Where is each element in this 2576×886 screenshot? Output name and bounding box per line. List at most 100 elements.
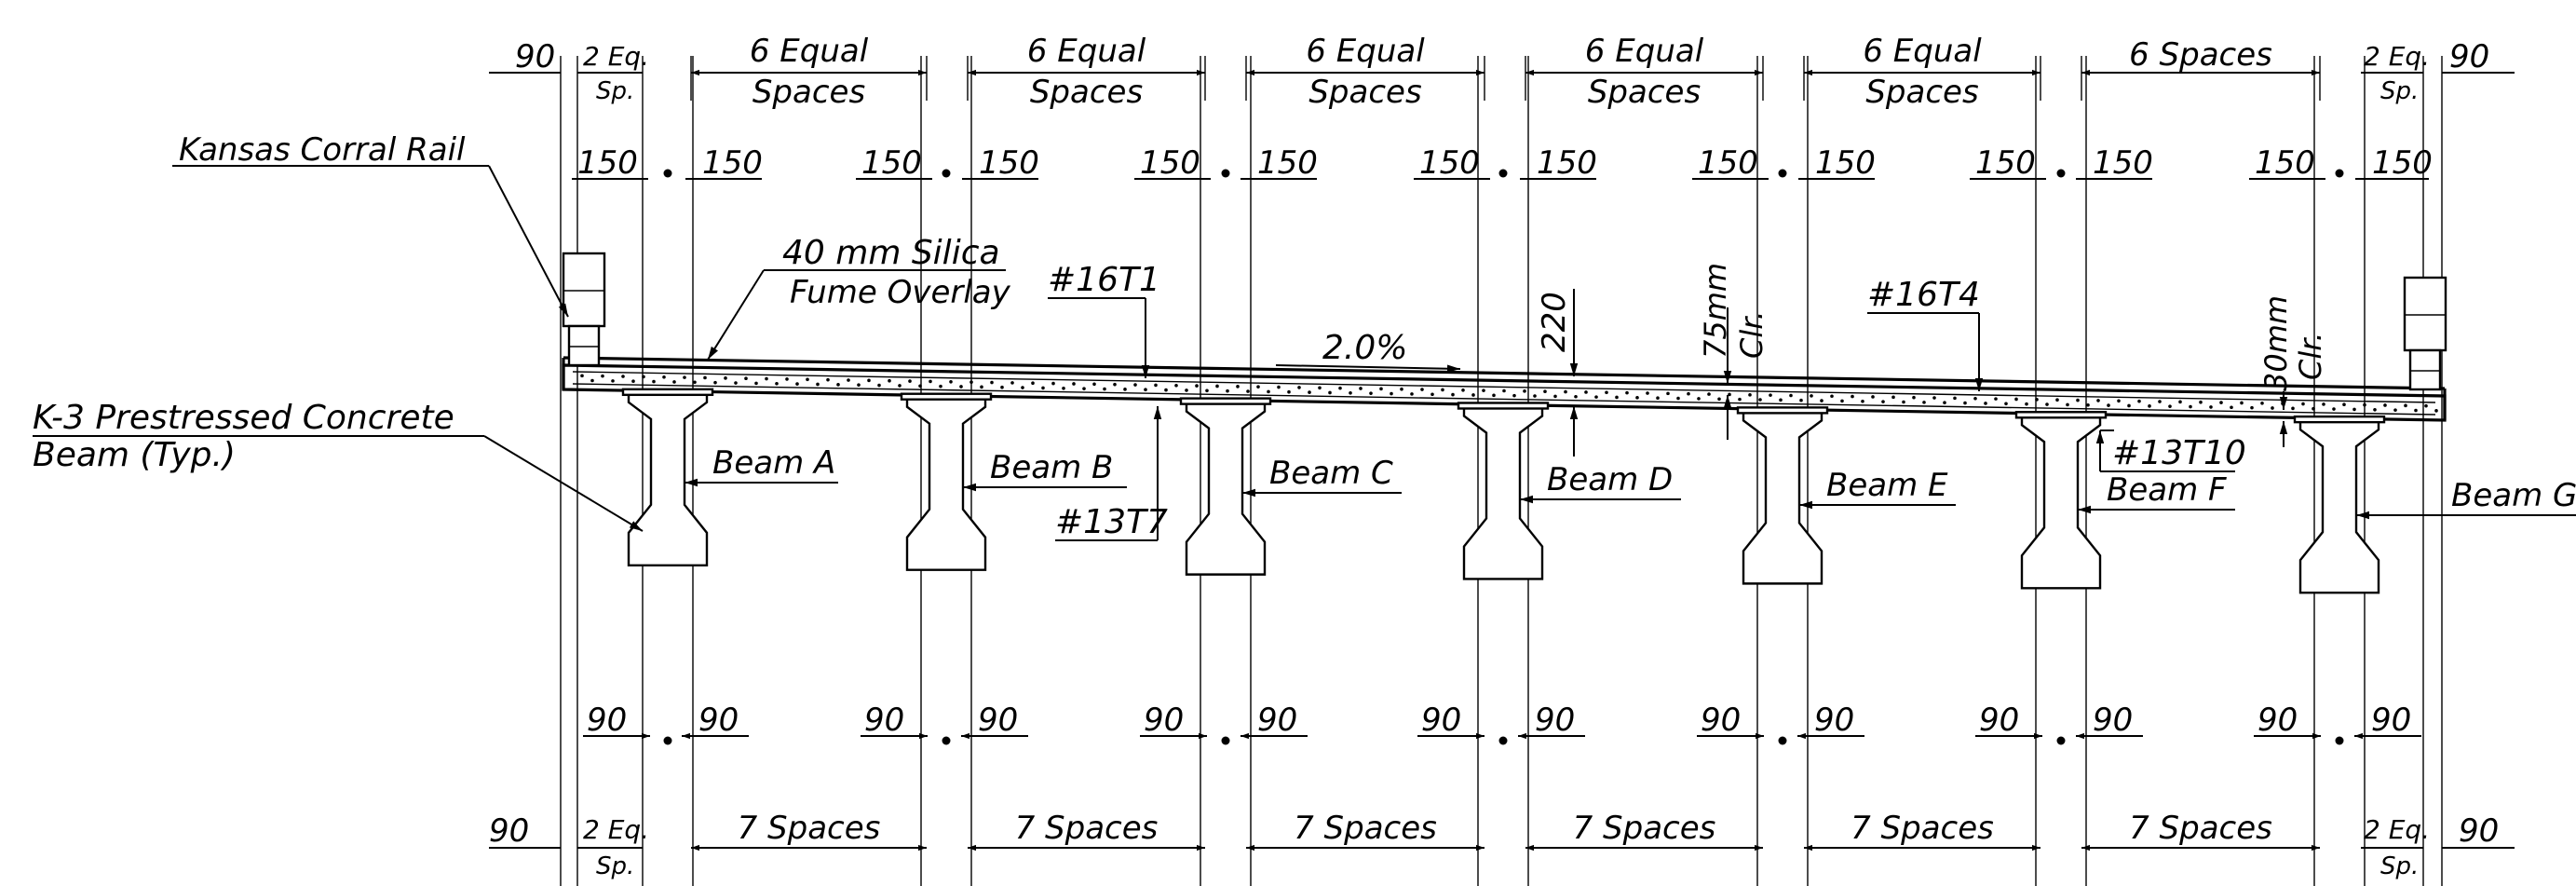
dim-center-dot (663, 736, 672, 745)
rebar-dot (1246, 389, 1250, 393)
rebar-dot (1871, 395, 1875, 399)
dim-group-label: 6 Equal (750, 33, 869, 70)
rebar-dot (2025, 402, 2028, 406)
rebar-dot (888, 378, 891, 383)
rebar-dot (2107, 403, 2110, 407)
label-bar-13t7: #13T7 (1055, 503, 1168, 541)
rebar-dot (1932, 396, 1936, 400)
rebar-dot (1154, 383, 1158, 388)
rebar-dot (1297, 386, 1301, 389)
rebar-dot (2383, 403, 2387, 407)
rebar-dot (1185, 388, 1188, 392)
dim-bottom-offset-label: 90 (1701, 702, 1741, 739)
rebar-dot (1635, 396, 1639, 400)
rebar-dot (1164, 388, 1168, 392)
rebar-dot (1195, 384, 1199, 388)
dim-offset-label: 150 (1140, 144, 1200, 182)
label-bar-13t10: #13T10 (2112, 434, 2246, 472)
rebar-dot (1574, 394, 1578, 399)
rebar-dot (2434, 409, 2438, 413)
rebar-dot (1512, 393, 1516, 398)
rebar-dot (2291, 406, 2295, 411)
rail-post-upper (562, 252, 606, 328)
dim-center-dot (1498, 736, 1508, 745)
dim-bottom-offset-label: 90 (864, 702, 904, 739)
rebar-dot (2004, 402, 2008, 406)
rebar-dot (1379, 387, 1383, 391)
rebar-dot (816, 382, 820, 387)
dim-edge-space-right: 2 Eq. (2364, 814, 2430, 845)
dim-bottom-offset-label: 90 (1421, 702, 1461, 739)
rebar-dot (1943, 401, 1946, 405)
rebar-dot (1267, 389, 1270, 394)
rebar-dot (847, 378, 850, 382)
dim-center-dot (1778, 169, 1787, 178)
rebar-dot (1430, 392, 1434, 397)
dim-offset-label: 150 (979, 144, 1039, 182)
dim-offset-label: 150 (1698, 144, 1758, 182)
dim-offset-label: 150 (577, 144, 638, 182)
dim-bottom-offset-label: 90 (587, 702, 627, 739)
rebar-dot (1318, 386, 1322, 390)
rebar-dot (1390, 391, 1393, 396)
label-beam-type-line1: K-3 Prestressed Concrete (33, 399, 454, 437)
rebar-dot (1707, 392, 1711, 396)
rebar-dot (2424, 403, 2428, 408)
rebar-dot (1748, 393, 1752, 397)
rebar-dot (652, 379, 656, 384)
rebar-dot (1922, 401, 1926, 404)
dim-center-dot (2056, 169, 2066, 178)
rebar-dot (713, 380, 717, 385)
rebar-dot (939, 384, 942, 388)
dim-bottom-offset-label: 90 (1144, 702, 1184, 739)
dim-center-dot (1221, 169, 1230, 178)
label-beam-type-line2: Beam (Typ.) (33, 436, 236, 474)
rebar-dot (1891, 395, 1895, 400)
rebar-dot (1779, 398, 1783, 402)
dim-offset-label: 150 (1975, 144, 2036, 182)
rebar-dot (867, 378, 871, 383)
label-overlay-line2: Fume Overlay (790, 274, 1011, 311)
rebar-dot (2332, 407, 2336, 411)
rebar-dot (2240, 401, 2244, 405)
rebar-dot (1676, 396, 1680, 401)
rebar-dot (1953, 396, 1957, 401)
rebar-dot (2363, 402, 2366, 407)
rebar-dot (590, 378, 594, 383)
rebar-dot (1031, 381, 1035, 386)
dim-edge-space-left-sub: Sp. (596, 852, 634, 880)
beam-section-a (627, 391, 709, 567)
rebar-dot (1717, 397, 1721, 402)
dim-group-label-sub: Spaces (1308, 74, 1421, 111)
dim-bottom-offset-label: 90 (698, 702, 739, 739)
rebar-dot (2035, 398, 2039, 402)
rebar-dot (1851, 394, 1854, 399)
rebar-dot (836, 383, 840, 387)
rebar-dot (724, 376, 727, 380)
rebar-dot (601, 374, 604, 378)
rebar-dot (2322, 402, 2325, 406)
label-leader (483, 435, 644, 532)
rebar-dot (1820, 399, 1824, 402)
rebar-dot (1451, 392, 1455, 397)
rebar-dot (1328, 390, 1332, 395)
rebar-dot (785, 377, 789, 381)
dim-center-dot (1778, 736, 1787, 745)
dim-center-dot (1498, 169, 1508, 178)
rail-post-lower (2408, 348, 2442, 391)
dim-offset-label: 150 (1419, 144, 1480, 182)
rebar-dot (2373, 407, 2377, 412)
dim-edge-space-left: 2 Eq. (583, 41, 649, 72)
rebar-dot (1861, 399, 1864, 403)
beam-section-f (2020, 415, 2102, 590)
rebar-dot (1912, 395, 1916, 400)
dim-bottom-offset-label: 90 (2257, 702, 2298, 739)
rebar-dot (2199, 400, 2203, 404)
rebar-dot (1492, 393, 1496, 398)
dim-center-dot (942, 736, 951, 745)
rebar-dot (1338, 386, 1342, 390)
dim-offset-label: 150 (1815, 144, 1876, 182)
rebar-dot (1656, 396, 1660, 400)
kansas-corral-rail-right (2403, 276, 2447, 391)
